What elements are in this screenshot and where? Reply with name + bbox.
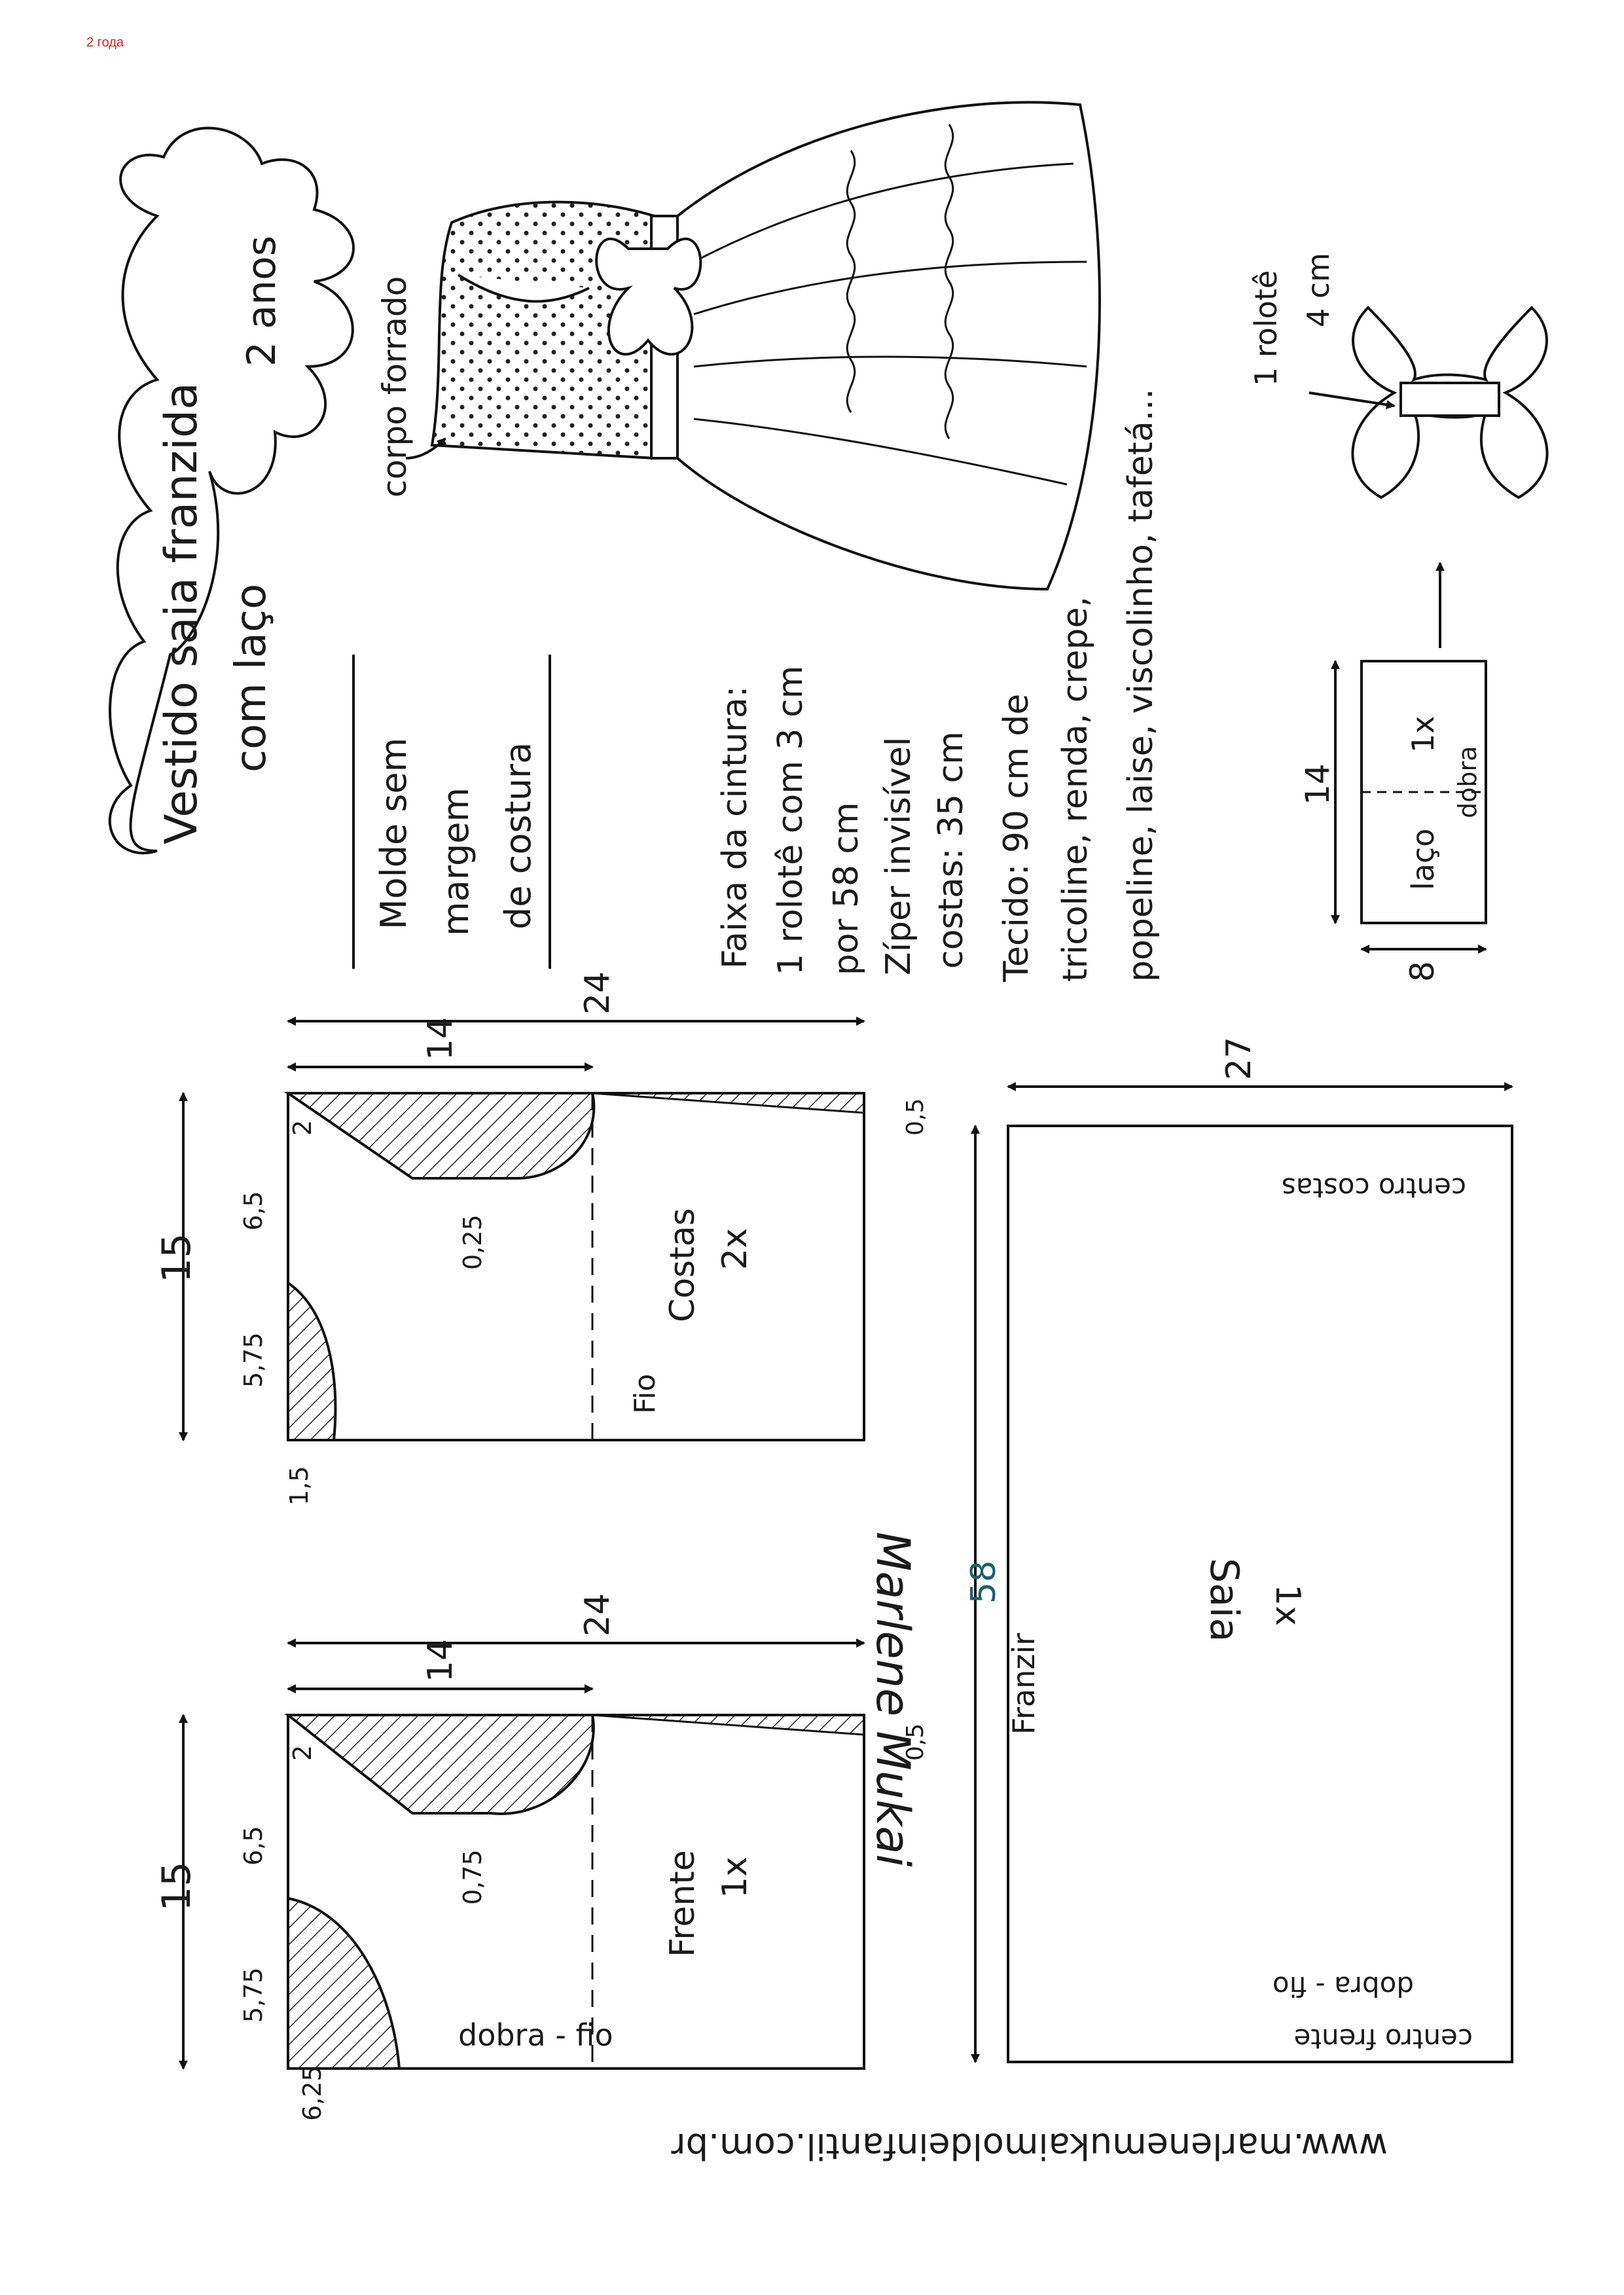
front-dim-2: 2 [288,1745,317,1761]
title-cloud: Vestido saia franzida com laço 2 anos [108,126,355,855]
front-side-cutout [592,1714,865,1736]
pattern-note-line3: de costura [497,742,539,930]
info-waist-3: por 58 cm [827,802,866,975]
back-neck-cutout [287,1280,337,1441]
title-age: 2 anos [239,236,285,367]
skirt-outline[interactable] [1007,1125,1513,2063]
front-dim-075: 0,75 [458,1849,487,1905]
info-block: Faixa da cintura: 1 rolotê com 3 cm por … [715,389,1161,983]
back-armhole-cutout [283,1092,596,1180]
back-dim-15: 1,5 [285,1466,314,1506]
signature: Marlene Mukai [866,1532,920,1867]
info-fabric-2: tricoline, renda, crepe, [1056,596,1095,982]
back-piece-qty: 2x [715,1228,755,1270]
website-url: www.marlenemukaimoldeinfantil.com.br [671,2125,1388,2167]
back-dim-65: 6,5 [239,1191,268,1231]
back-dim-575: 5,75 [239,1332,268,1388]
info-waist-1: Faixa da cintura: [715,686,755,969]
title-line2: com laço [227,584,276,772]
skirt-length-label: 58 [964,1561,1003,1604]
info-zipper-2: costas: 35 cm [931,731,971,969]
front-fold-grain: dobra - fio [458,2017,613,2053]
bow-width-label: 14 [1299,763,1337,805]
back-height-label: 15 [154,1233,200,1283]
front-length-label: 24 [578,1593,617,1636]
front-height-label: 15 [154,1862,200,1911]
info-fabric-3: popeline, laise, viscolinho, tafetá... [1121,389,1161,982]
pattern-note: Molde sem margem de costura [352,655,551,969]
age-corner-tag: 2 года [86,35,124,50]
bow-piece-qty: 1x [1405,716,1441,753]
skirt-fold-grain: dobra - fio [1272,1970,1414,2002]
info-zipper-1: Zíper invisível [879,737,918,975]
pattern-note-line2: margem [435,787,477,936]
bow-piece-name: laço [1405,829,1441,890]
title-cloud-outline [108,126,355,855]
back-grain: Fio [628,1374,662,1414]
front-dim-575: 5,75 [239,1967,268,2023]
skirt-piece: 27 58 Saia 1x Franzir centro costas cent… [964,1037,1513,2063]
skirt-center-back: centro costas [1282,1172,1466,1204]
front-dim-625: 6,25 [298,2065,327,2121]
bow-knot [1399,382,1500,417]
front-neck-cutout [287,1896,401,2070]
neckline-sketch [457,274,590,303]
bow-height-label: 8 [1403,961,1441,982]
pattern-note-line1: Molde sem [373,738,414,930]
back-shoulder-label: 14 [421,1017,460,1060]
bow-piece-fold: dobra [1453,746,1482,818]
front-armhole-cutout [284,1714,595,1815]
bow-section: 1 rolotê 4 cm laço 1x dobra 14 8 [1248,253,1549,982]
front-dim-65: 6,5 [239,1826,268,1866]
front-bodice-piece: Frente 1x dobra - fio 24 14 15 2 6,5 5,7… [154,1593,929,2121]
dress-bow-sketch [595,237,702,356]
skirt-width-label: 27 [1219,1037,1259,1080]
front-piece-name: Frente [663,1850,702,1957]
back-dim-2: 2 [288,1120,317,1136]
info-waist-2: 1 rolotê com 3 cm [771,666,810,975]
info-fabric-1: Tecido: 90 cm de [997,694,1036,983]
back-piece-name: Costas [663,1208,702,1322]
front-shoulder-label: 14 [421,1639,460,1682]
bow-label-1: 1 rolotê [1248,270,1284,386]
title-line1: Vestido saia franzida [156,382,208,844]
front-dim-05: 0,5 [902,1724,929,1761]
back-dim-05: 0,5 [902,1098,929,1136]
back-bodice-piece: Costas 2x Fio 24 14 15 2 6,5 5,75 1,5 0,… [154,971,929,1506]
back-length-label: 24 [578,971,617,1015]
skirt-name: Saia [1201,1558,1247,1642]
back-dim-025: 0,25 [458,1214,487,1270]
skirt-gather: Franzir [1006,1633,1041,1735]
skirt-sketch [676,101,1101,591]
bow-label-2: 4 cm [1301,253,1336,327]
skirt-center-front: centro frente [1294,2023,1473,2055]
back-side-cutout [592,1092,865,1114]
front-piece-qty: 1x [715,1856,755,1898]
skirt-qty: 1x [1268,1584,1307,1626]
sketch-label: corpo forrado [376,276,414,497]
dress-sketch: corpo forrado [376,101,1101,591]
